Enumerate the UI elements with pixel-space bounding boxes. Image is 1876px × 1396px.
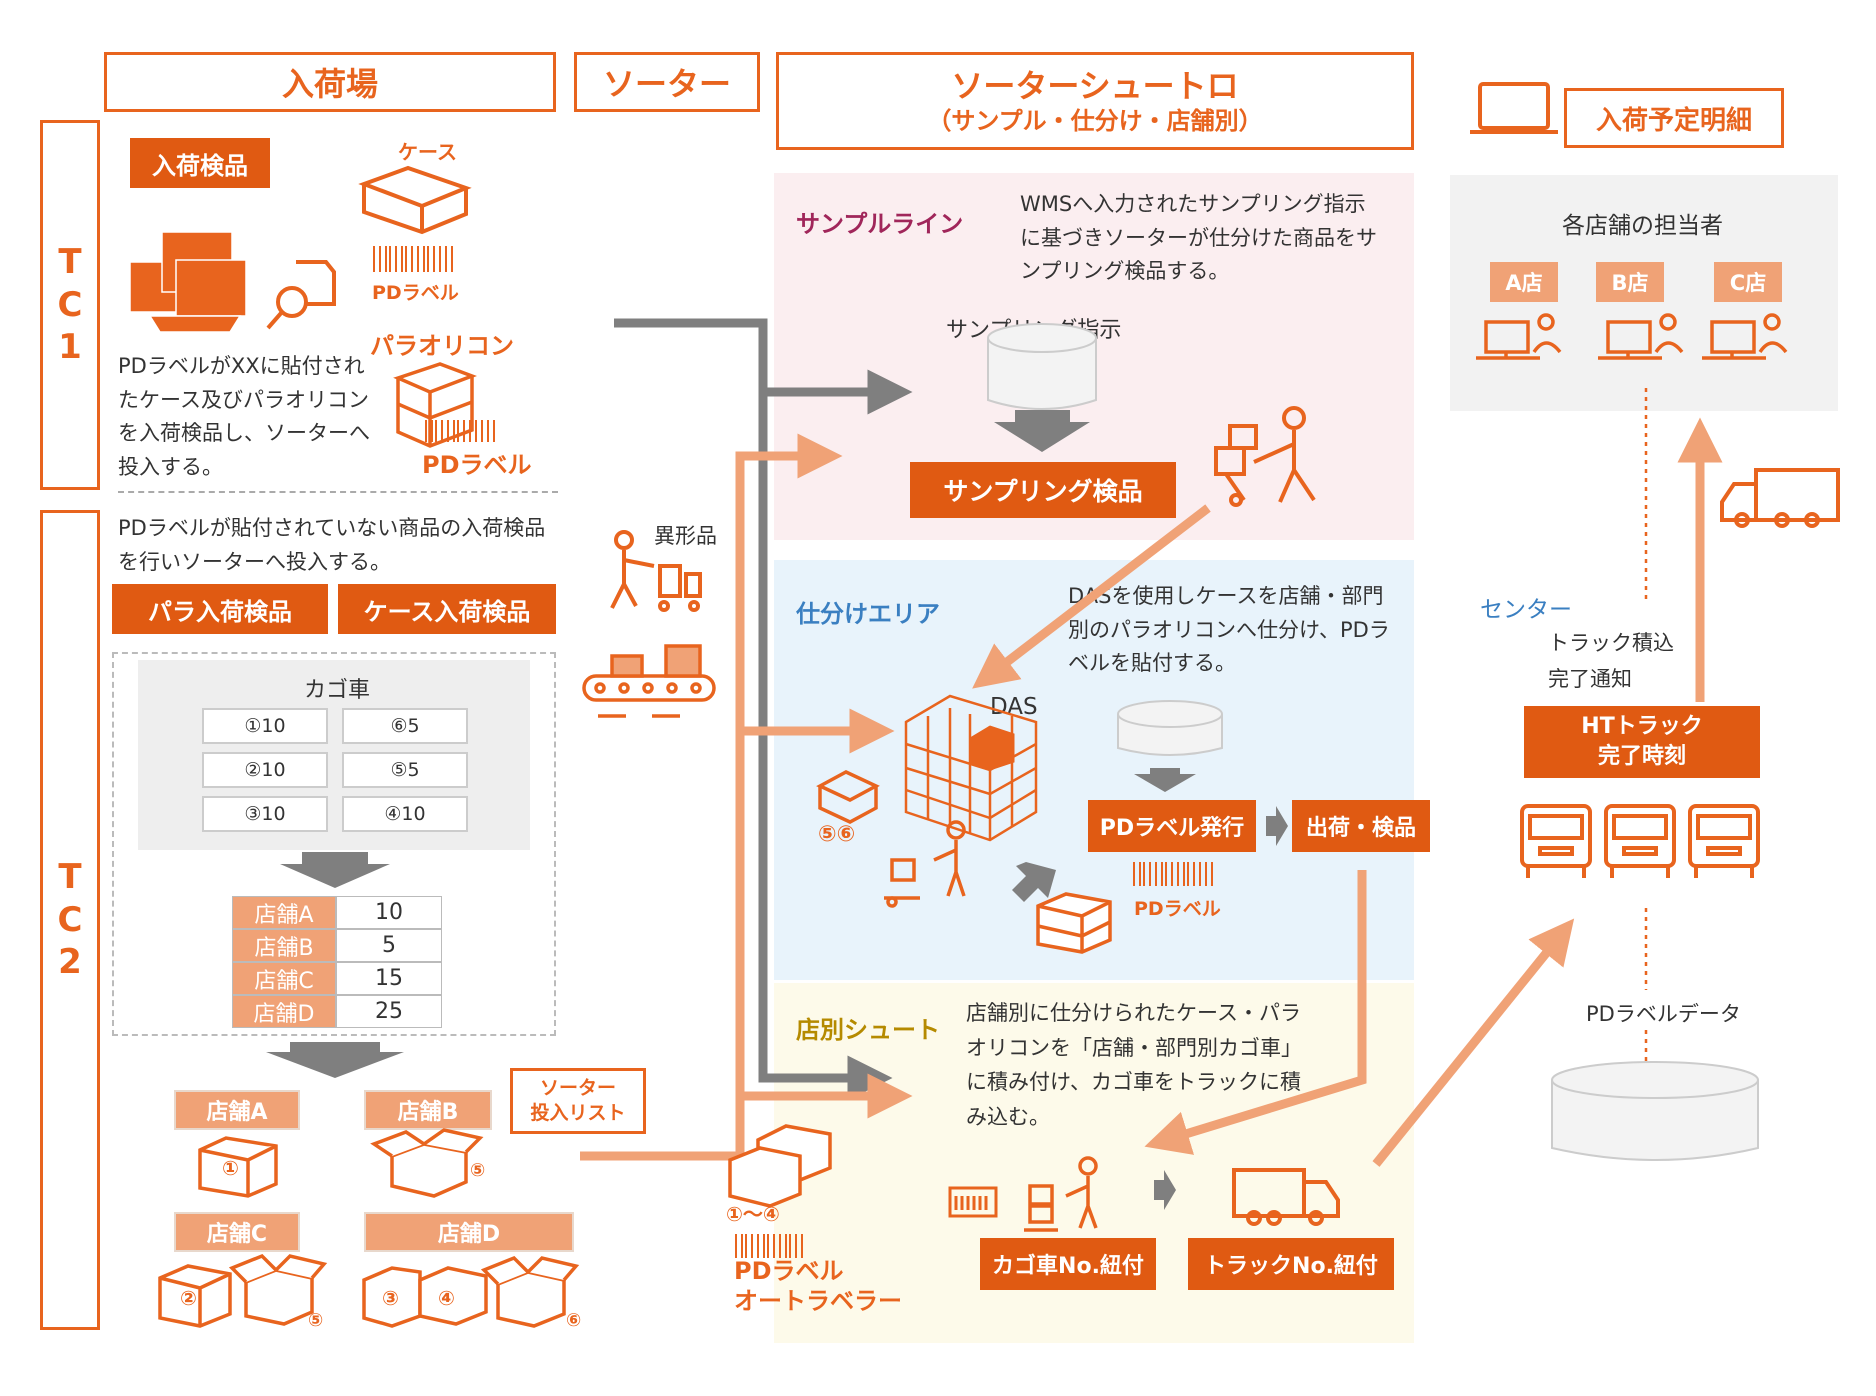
sorter-list-label: ソーター 投入リスト xyxy=(530,1077,626,1124)
sort-pd-label: PDラベル xyxy=(1134,898,1221,920)
case-inspect-button: ケース入荷検品 xyxy=(338,584,556,634)
cart-cell: ⑤5 xyxy=(342,752,468,788)
tc-divider xyxy=(118,491,558,493)
store-table-store: 店舗C xyxy=(232,962,336,995)
sort-area-description: DASを使用しケースを店舗・部門別のパラオリコンへ仕分け、PDラベルを貼付する。 xyxy=(1068,584,1390,676)
store-tag-c: C店 xyxy=(1714,262,1782,302)
store-a-mark: ① xyxy=(222,1156,239,1180)
case-box-icon xyxy=(358,165,472,235)
store-table-qty: 5 xyxy=(336,929,442,962)
store-tag-a: A店 xyxy=(1490,262,1558,302)
truck-no-button: トラックNo.紐付 xyxy=(1188,1238,1394,1290)
delivery-truck-icon xyxy=(1720,468,1840,528)
store-badge-d: 店舗D xyxy=(364,1212,574,1252)
para-inspect-button: パラ入荷検品 xyxy=(112,584,328,634)
para-label: パラオリコン xyxy=(370,332,514,360)
package-marks: ①〜④ xyxy=(726,1202,780,1226)
chute-title: ソーターシュートロ xyxy=(951,67,1239,105)
cart-cell: ③10 xyxy=(202,796,328,832)
sort-area-title: 仕分けエリア xyxy=(796,600,940,628)
tc2-label: T C 2 xyxy=(40,510,100,1330)
pd-label-issue-button: PDラベル発行 xyxy=(1088,800,1256,852)
store-b-mark: ⑤ xyxy=(470,1160,486,1181)
cart-cell: ②10 xyxy=(202,752,328,788)
store-table-store: 店舗D xyxy=(232,995,336,1028)
center-label: センター xyxy=(1480,597,1572,623)
sorter-list-doc: ソーター 投入リスト xyxy=(510,1068,646,1134)
cart-no-button: カゴ車No.紐付 xyxy=(980,1238,1156,1290)
store-badge-a: 店舗A xyxy=(174,1090,300,1130)
truck-front-icon xyxy=(1520,804,1592,878)
sort-wms-label: WMS xyxy=(1140,716,1205,746)
cart-cell: ④10 xyxy=(342,796,468,832)
cart-cell: ①10 xyxy=(202,708,328,744)
store-table-qty: 10 xyxy=(336,896,442,929)
store-table-qty: 15 xyxy=(336,962,442,995)
store-chute-title: 店別シュート xyxy=(796,1016,940,1044)
arrival-schedule-label: 入荷予定明細 xyxy=(1595,105,1752,136)
cart-title: カゴ車 xyxy=(304,678,371,703)
arrival-schedule-doc: 入荷予定明細 xyxy=(1564,88,1784,148)
store-table-qty: 25 xyxy=(336,995,442,1028)
pd-label-para: PDラベル xyxy=(422,451,532,479)
odd-item-label: 異形品 xyxy=(654,524,717,548)
sample-line-title: サンプルライン xyxy=(796,210,964,238)
pd-data-label: PDラベルデータ xyxy=(1586,1002,1741,1026)
das-label: DAS xyxy=(990,694,1038,720)
store-badge-c: 店舗C xyxy=(174,1212,300,1252)
barcode-icon xyxy=(425,420,495,442)
cart-cell: ⑥5 xyxy=(342,708,468,744)
barcode-icon xyxy=(373,246,453,272)
sort-marks: ⑤⑥ xyxy=(818,822,856,847)
magnifier-icon xyxy=(266,260,336,330)
core-system-label: 基幹システム xyxy=(1576,1121,1738,1152)
store-table-store: 店舗A xyxy=(232,896,336,929)
truck-front-icon xyxy=(1604,804,1676,878)
chute-subtitle: （サンプル・仕分け・店舗別） xyxy=(927,107,1263,135)
sample-line-description: WMSへ入力されたサンプリング指示に基づきソーターが仕分けた商品をサンプリング検… xyxy=(1020,192,1377,284)
notify-label: トラック積込 完了通知 xyxy=(1548,631,1674,691)
pallet-boxes-icon xyxy=(129,231,247,333)
tc1-inspect-button: 入荷検品 xyxy=(130,138,270,188)
pd-label-case: PDラベル xyxy=(372,282,459,304)
chute-header: ソーターシュートロ （サンプル・仕分け・店舗別） xyxy=(776,52,1414,150)
sampling-inspect-button: サンプリング検品 xyxy=(910,462,1176,518)
receiving-header: 入荷場 xyxy=(104,52,556,112)
store-persons-title: 各店舗の担当者 xyxy=(1562,213,1723,239)
tc1-description: PDラベルがXXに貼付されたケース及びパラオリコンを入荷検品し、ソーターへ投入す… xyxy=(118,354,370,479)
sample-wms-label: WMS xyxy=(1010,368,1075,398)
store-chute-description: 店舗別に仕分けられたケース・パラオリコンを「店舗・部門別カゴ車」に積み付け、カゴ… xyxy=(966,1001,1302,1129)
store-c-mark: ⑤ xyxy=(308,1310,324,1331)
sorter-header: ソーター xyxy=(574,52,760,112)
sampling-instruction: サンプリング指示 xyxy=(946,318,1122,343)
store-table-store: 店舗B xyxy=(232,929,336,962)
laptop-icon xyxy=(1470,82,1558,134)
conveyor-icon xyxy=(582,644,716,718)
store-d-mark: ③ xyxy=(382,1286,399,1310)
store-c-mark: ② xyxy=(180,1286,197,1310)
store-d-mark: ⑥ xyxy=(566,1310,582,1331)
ship-inspect-button: 出荷・検品 xyxy=(1292,800,1430,852)
para-container-icon xyxy=(393,362,477,448)
truck-front-icon xyxy=(1688,804,1760,878)
tc1-label: T C 1 xyxy=(40,120,100,490)
store-tag-b: B店 xyxy=(1596,262,1664,302)
store-b-box-icon xyxy=(370,1128,484,1198)
ht-truck-button: HTトラック 完了時刻 xyxy=(1524,706,1760,778)
store-badge-b: 店舗B xyxy=(364,1090,492,1130)
tc2-description: PDラベルが貼付されていない商品の入荷検品を行いソーターへ投入する。 xyxy=(118,516,546,574)
autolabeler-label: PDラベル オートラベラー xyxy=(734,1257,902,1315)
case-label: ケース xyxy=(398,140,457,164)
store-d-mark: ④ xyxy=(438,1286,455,1310)
tc2-cart-frame xyxy=(112,652,556,1036)
